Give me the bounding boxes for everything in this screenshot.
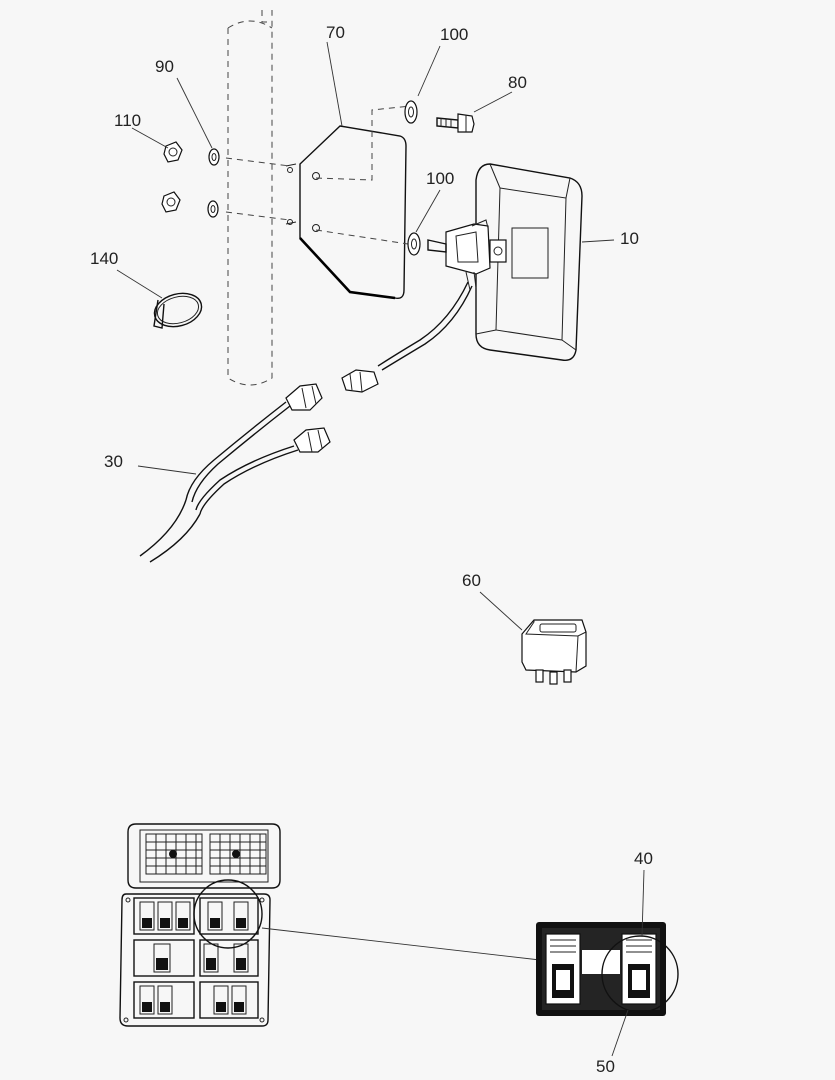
callout-50: 50 — [596, 1057, 615, 1076]
switch-module-top-left — [133, 897, 195, 935]
switch-detail — [536, 922, 679, 1016]
switch-module-top-right — [199, 897, 259, 935]
mounting-bracket-70 — [285, 125, 407, 300]
work-lamp-10 — [427, 163, 583, 361]
wire-harness-30 — [139, 281, 473, 563]
bolt-80 — [436, 113, 475, 133]
switch-module-mid-right — [199, 939, 259, 977]
nut-110-top — [163, 141, 183, 163]
switch-module-bottom-left — [133, 981, 195, 1019]
callout-10: 10 — [620, 229, 639, 248]
detail-circle-large — [601, 935, 679, 1013]
nut-110-lower — [161, 191, 181, 213]
callout-100-top: 100 — [440, 25, 468, 44]
callout-30: 30 — [104, 452, 123, 471]
switch-module-mid-left — [133, 939, 195, 977]
washer-100-top — [404, 100, 418, 124]
callout-70: 70 — [326, 23, 345, 42]
vent-grille-left — [146, 834, 202, 874]
callout-80: 80 — [508, 73, 527, 92]
washer-90-lower — [207, 200, 219, 218]
callout-140: 140 — [90, 249, 118, 268]
relay-60 — [521, 619, 587, 685]
washer-90-top — [208, 148, 220, 166]
callout-60: 60 — [462, 571, 481, 590]
mounting-post-outline — [227, 10, 273, 386]
detail-circle-small — [193, 879, 263, 949]
washer-100-lower — [407, 232, 421, 256]
vent-grille-right — [210, 834, 266, 874]
callout-90: 90 — [155, 57, 174, 76]
callout-110: 110 — [114, 111, 141, 130]
switch-panel — [119, 823, 281, 1027]
switch-module-bottom-right — [199, 981, 259, 1019]
callout-40: 40 — [634, 849, 653, 868]
cable-tie-140 — [153, 292, 203, 329]
callout-100-lower: 100 — [426, 169, 454, 188]
